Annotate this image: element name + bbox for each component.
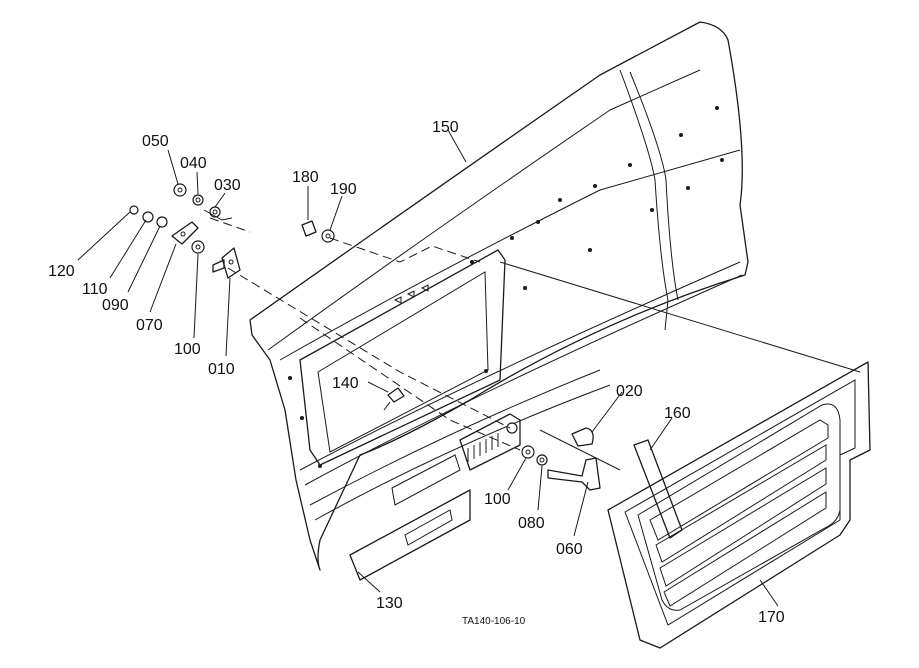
callout-110: 110 (82, 281, 108, 298)
callout-150: 150 (432, 119, 459, 136)
hardware-right (301, 220, 601, 491)
leader-lines (77, 129, 779, 607)
callout-040: 040 (180, 155, 207, 172)
callout-100-lower: 100 (484, 491, 511, 508)
callout-100-upper: 100 (174, 341, 201, 358)
callout-120: 120 (48, 263, 75, 280)
callout-080: 080 (518, 515, 545, 532)
side-louver-170 (607, 361, 871, 649)
callout-060: 060 (556, 541, 583, 558)
callout-090: 090 (102, 297, 129, 314)
callout-030: 030 (214, 177, 241, 194)
callout-070: 070 (136, 317, 163, 334)
assembly-dashed-lines (209, 217, 861, 471)
callout-140: 140 (332, 375, 359, 392)
callout-020: 020 (616, 383, 643, 400)
callout-160: 160 (664, 405, 691, 422)
hardware-left (129, 183, 241, 279)
trim-strip-160 (633, 439, 683, 539)
callout-170: 170 (758, 609, 785, 626)
drawing-code: TA140-106-10 (462, 616, 526, 627)
side-panel-150 (249, 21, 749, 571)
callout-180: 180 (292, 169, 319, 186)
latch-plate (459, 413, 521, 471)
handle-plate-130 (349, 454, 471, 581)
callout-010: 010 (208, 361, 235, 378)
callout-190: 190 (330, 181, 357, 198)
callout-labels: 150 050 040 030 180 190 120 110 090 070 … (48, 119, 785, 627)
callout-130: 130 (376, 595, 403, 612)
callout-050: 050 (142, 133, 169, 150)
